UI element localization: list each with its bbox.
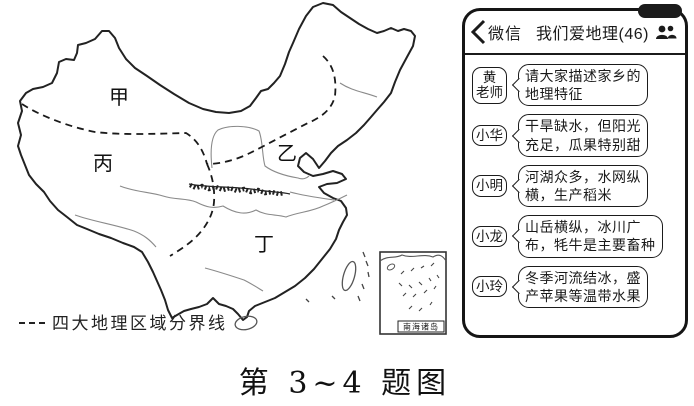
avatar[interactable]: 小龙 xyxy=(472,225,507,248)
region-label-ding: 丁 xyxy=(254,232,274,256)
chat-header: 微信 我们爱地理(46) xyxy=(465,11,685,55)
china-outline xyxy=(17,2,416,321)
message-row: 小龙 山岳横纵，冰川广 布，牦牛是主要畜种 xyxy=(472,215,677,258)
offshore-island-dashes xyxy=(305,251,370,303)
pearl-river xyxy=(204,267,264,292)
wechat-chat-window: 微信 我们爱地理(46) 黄 老师 请大家描述家乡的 地理特征 小华 干旱缺水，… xyxy=(462,4,688,338)
kunlun-boundary xyxy=(21,103,208,165)
china-map: 甲 乙 丙 丁 四大地理区域分界线 xyxy=(17,2,447,335)
legend-label: 四大地理区域分界线 xyxy=(52,314,228,334)
message-row: 黄 老师 请大家描述家乡的 地理特征 xyxy=(472,64,677,107)
tibet-east-boundary xyxy=(169,163,216,257)
phone-notch xyxy=(638,4,682,18)
rivers xyxy=(74,82,378,292)
south-china-sea-inset: 南海诸岛 xyxy=(379,251,447,335)
inset-label-box xyxy=(397,320,445,333)
region-label-yi: 乙 xyxy=(277,141,297,165)
message-bubble: 山岳横纵，冰川广 布，牦牛是主要畜种 xyxy=(518,215,663,258)
message-row: 小玲 冬季河流结冰，盛 产苹果等温带水果 xyxy=(472,265,677,308)
yangtze-river xyxy=(119,185,348,218)
region-label-bing: 丙 xyxy=(93,151,113,175)
message-bubble: 冬季河流结冰，盛 产苹果等温带水果 xyxy=(518,265,648,308)
songhua-river xyxy=(339,82,378,98)
china-map-svg: 甲 乙 丙 丁 四大地理区域分界线 xyxy=(17,2,447,335)
south-tibet-river xyxy=(74,214,157,248)
inset-island-dashes xyxy=(398,262,440,312)
islands xyxy=(234,260,357,331)
northwest-north-boundary xyxy=(206,55,337,165)
message-row: 小明 河湖众多，水网纵 横，生产稻米 xyxy=(472,164,677,208)
taiwan-island xyxy=(341,260,357,292)
map-legend: 四大地理区域分界线 xyxy=(19,314,228,334)
hainan-island xyxy=(234,315,258,331)
figure-caption: 第 3~4 题图 xyxy=(238,366,452,401)
region-boundaries xyxy=(21,55,337,257)
chat-title: 我们爱地理(46) xyxy=(536,26,649,43)
avatar[interactable]: 小明 xyxy=(472,175,507,197)
avatar[interactable]: 黄 老师 xyxy=(472,66,507,104)
region-label-jia: 甲 xyxy=(109,85,129,109)
message-bubble: 干旱缺水，但阳光 充足，瓜果特别甜 xyxy=(518,114,648,157)
message-bubble: 请大家描述家乡的 地理特征 xyxy=(518,64,648,107)
inset-label: 南海诸岛 xyxy=(403,322,439,332)
inset-coastline xyxy=(379,254,447,262)
yellow-river xyxy=(210,125,310,180)
back-label[interactable]: 微信 xyxy=(488,26,523,43)
avatar[interactable]: 小华 xyxy=(472,124,507,147)
message-list: 黄 老师 请大家描述家乡的 地理特征 小华 干旱缺水，但阳光 充足，瓜果特别甜 … xyxy=(465,55,685,308)
message-row: 小华 干旱缺水，但阳光 充足，瓜果特别甜 xyxy=(472,114,677,157)
avatar[interactable]: 小玲 xyxy=(472,275,507,298)
inset-hainan xyxy=(386,263,396,271)
message-bubble: 河湖众多，水网纵 横，生产稻米 xyxy=(518,164,648,208)
group-members-icon[interactable] xyxy=(655,24,677,40)
huai-river xyxy=(289,191,335,201)
qinling-mountain-band xyxy=(188,182,291,197)
chevron-left-icon[interactable] xyxy=(471,19,486,45)
